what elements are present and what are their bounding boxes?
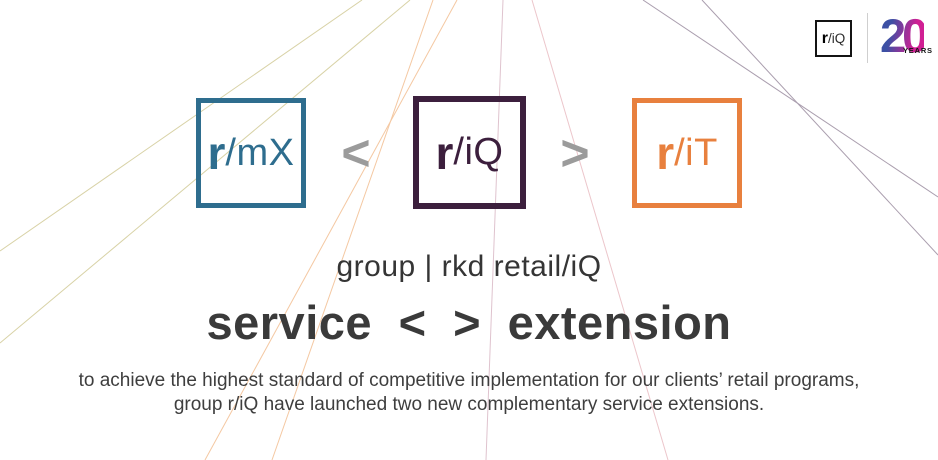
rmx-logo-r: r: [207, 127, 226, 179]
khaki-line-2: [0, 0, 411, 344]
20-years-anniversary-logo: 20: [880, 9, 928, 62]
orange-line-2: [271, 0, 434, 460]
pink-line-1: [485, 0, 504, 460]
rit-logo-rest: /iT: [674, 131, 718, 174]
riq-logo-r: r: [435, 126, 454, 179]
header-riq-logo: r/iQ: [815, 20, 852, 57]
rmx-logo-box: r/mX: [196, 98, 306, 208]
body-paragraph: to achieve the highest standard of compe…: [0, 369, 938, 416]
rmx-logo-rest: /mX: [225, 131, 295, 174]
gray-line-1: [642, 0, 938, 198]
pink-line-2: [531, 0, 669, 460]
header-riq-logo-r: r: [821, 29, 828, 47]
rit-logo-box: r/iT: [632, 98, 742, 208]
gray-line-2: [701, 0, 938, 256]
body-paragraph-line2: group r/iQ have launched two new complem…: [173, 393, 765, 415]
tagline: group | rkd retail/iQ: [336, 250, 602, 283]
header-riq-logo-rest: /iQ: [827, 31, 846, 46]
khaki-line-1: [0, 0, 363, 252]
greater-than-icon: >: [560, 125, 590, 181]
less-than-icon: <: [341, 125, 371, 181]
header-logo-divider: [867, 13, 868, 63]
rit-logo-r: r: [656, 127, 675, 179]
body-paragraph-line1: to achieve the highest standard of compe…: [78, 370, 860, 391]
riq-logo-box: r/iQ: [413, 96, 526, 209]
years-label: YEARS: [903, 46, 933, 55]
riq-logo-rest: /iQ: [453, 131, 504, 173]
headline: service < > extension: [206, 296, 732, 349]
orange-line-1: [204, 0, 458, 460]
